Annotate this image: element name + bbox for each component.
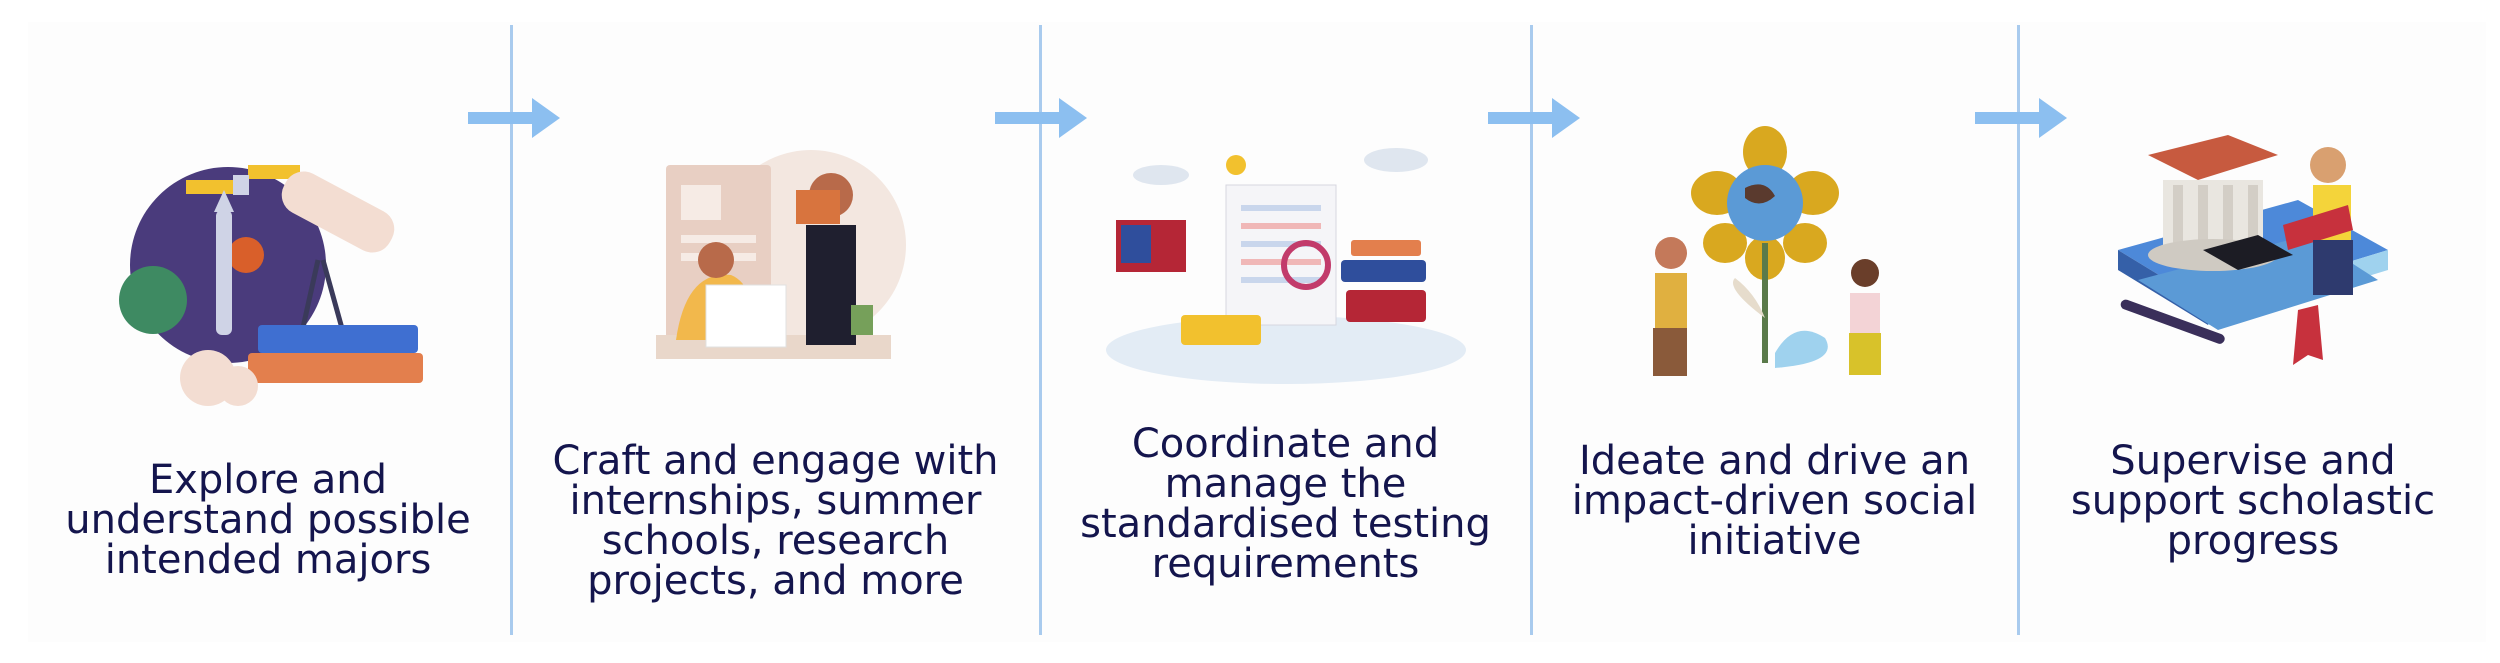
- step-4: Ideate and drive an impact-driven social…: [1533, 0, 2016, 663]
- arrow-right-icon: [995, 98, 1087, 138]
- step-divider: [510, 25, 513, 635]
- step-caption: Supervise and support scholastic progres…: [2070, 438, 2436, 564]
- testing-papers-books-icon: [1105, 148, 1466, 384]
- arrow-right-icon: [1488, 98, 1580, 138]
- arrow-right-icon: [468, 98, 560, 138]
- step-1: Explore and understand possible intended…: [28, 0, 508, 663]
- arrow-right-icon: [1975, 98, 2067, 138]
- step-caption: Coordinate and manage the standardised t…: [1080, 421, 1491, 587]
- step-caption: Ideate and drive an impact-driven social…: [1571, 438, 1978, 564]
- step-3: Coordinate and manage the standardised t…: [1042, 0, 1529, 663]
- internship-workers-icon: [655, 150, 906, 359]
- step-divider: [1039, 25, 1042, 635]
- step-caption: Explore and understand possible intended…: [65, 457, 471, 583]
- step-divider: [2017, 25, 2020, 635]
- globe-flower-gardeners-icon: [1652, 126, 1881, 376]
- step-2: Craft and engage with internships, summe…: [513, 0, 1038, 663]
- university-graduate-books-icon: [2118, 135, 2388, 365]
- step-divider: [1530, 25, 1533, 635]
- step-5: Supervise and support scholastic progres…: [2020, 0, 2486, 663]
- space-telescope-books-icon: [119, 165, 423, 406]
- step-caption: Craft and engage with internships, summe…: [552, 438, 999, 604]
